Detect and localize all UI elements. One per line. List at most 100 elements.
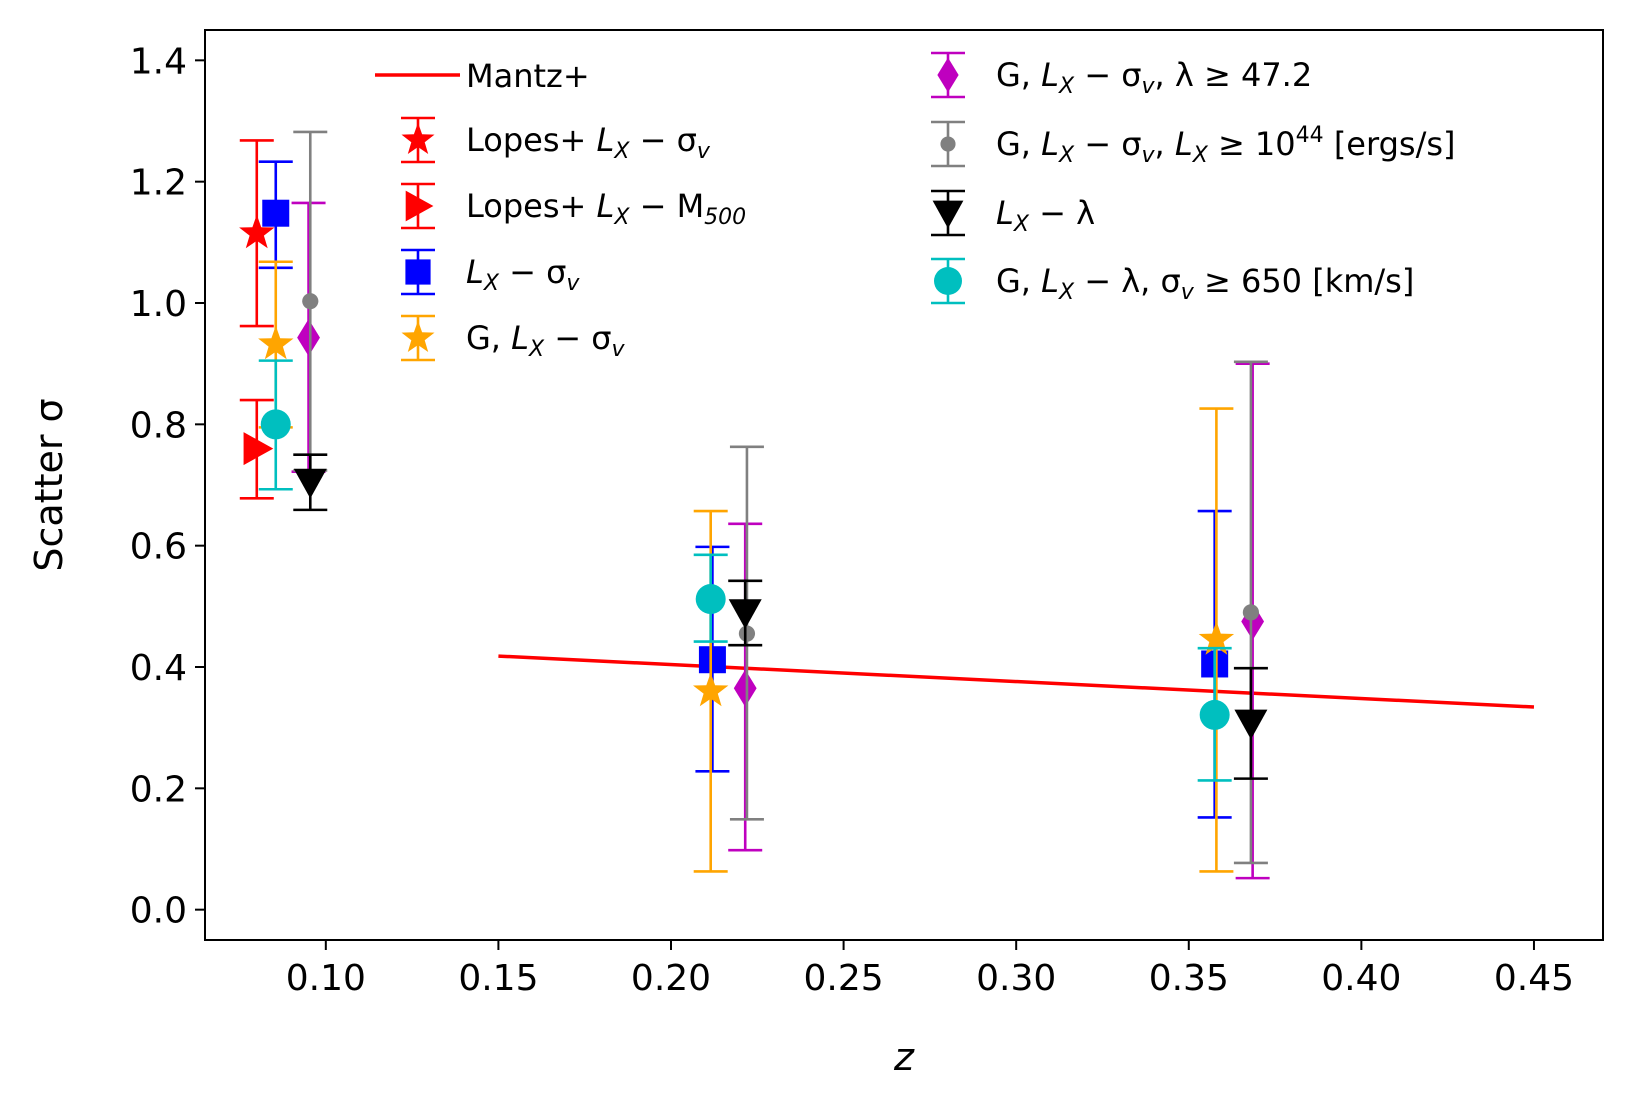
point-marker [695,584,726,615]
legend-text-part: X [483,271,500,296]
legend-text-part: X [1058,74,1075,99]
legend-text-part: 500 [704,205,746,230]
y-tick-label: 1.2 [130,163,187,204]
legend-text-part: − σ [544,319,611,357]
point-marker [1198,621,1235,655]
legend-text-part: L [466,253,484,291]
point-marker [401,320,435,352]
legend-entry-3: G, LX − σv [401,314,625,362]
legend-text-part: L [996,194,1014,232]
point-marker [698,646,726,674]
legend-text-part: X [1013,212,1030,237]
legend-text-part: L [1041,56,1059,94]
x-tick-label: 0.45 [1494,958,1574,999]
point-marker [934,267,962,295]
y-tick-label: 1.4 [130,41,187,82]
point-marker [1234,709,1268,740]
point-marker [302,293,319,310]
y-tick-label: 0.2 [130,769,187,810]
legend-label: Mantz+ [466,57,590,95]
y-tick-label: 1.0 [130,284,187,325]
y-tick-label: 0.0 [130,891,187,932]
series-5 [293,130,1268,865]
legend-text-part: G, [996,262,1041,300]
legend-label: Lopes+ LX − M500 [466,187,746,230]
x-tick-label: 0.35 [1149,958,1229,999]
legend-label: G, LX − λ, σv ≥ 650 [km/s] [996,262,1414,305]
legend-text-part: v [611,337,625,362]
series-1 [239,398,274,500]
point-marker [1199,699,1230,730]
legend-entry-4: G, LX − σv, λ ≥ 47.2 [931,51,1312,99]
legend-text-part: v [697,139,711,164]
legend-text-part: G, [466,319,511,357]
legend-entry-7: G, LX − λ, σv ≥ 650 [km/s] [931,257,1414,305]
x-tick-label: 0.20 [631,958,711,999]
legend-text-part: v [1181,280,1195,305]
legend-text-part: − M [629,187,704,225]
legend-text-part: − σ [499,253,566,291]
point-marker [728,599,762,629]
legend-text-part: , [1155,125,1175,163]
series-6 [293,453,1268,780]
legend-text-part: L [1175,125,1193,163]
legend-text-part: X [613,205,630,230]
point-marker [1242,604,1260,621]
point-marker [937,57,959,93]
legend-text-part: ≥ 650 [km/s] [1194,262,1415,300]
point-marker [405,190,434,222]
point-marker [239,214,275,249]
legend-text-part: L [597,187,615,225]
legend-text-part: − σ [629,121,696,159]
point-marker [693,672,729,707]
legend-entry-2: LX − σv [401,248,580,296]
legend-text-part: Lopes+ [466,121,597,159]
series-7 [258,359,1232,782]
legend-text-part: G, [996,56,1041,94]
legend-text-part: , λ ≥ 47.2 [1155,56,1313,94]
legend-text-part: L [597,121,615,159]
legend-label: Lopes+ LX − σv [466,121,711,164]
legend-text-part: v [1141,74,1155,99]
point-marker [258,325,294,360]
series-0 [239,139,275,328]
legend-label: G, LX − σv, LX ≥ 1044 [ergs/s] [996,123,1456,168]
legend-label: LX − λ [996,194,1095,237]
point-marker [260,409,291,440]
y-tick-label: 0.8 [130,405,187,446]
legend-entry-5: G, LX − σv, LX ≥ 1044 [ergs/s] [931,120,1456,168]
legend-text-part: − σ [1074,56,1141,94]
legend-text-part: 44 [1296,123,1324,148]
legend-text-part: − λ [1029,194,1095,232]
point-marker [401,122,435,154]
x-axis-label: z [893,1035,915,1079]
point-marker [243,432,274,466]
y-axis-label: Scatter σ [27,398,71,571]
x-tick-label: 0.30 [976,958,1056,999]
legend-text-part: X [613,139,630,164]
point-marker [940,136,956,152]
legend-text-part: v [1141,143,1155,168]
y-tick-label: 0.6 [130,527,187,568]
legend-text-part: X [1192,143,1209,168]
legend-label: G, LX − σv, λ ≥ 47.2 [996,56,1312,99]
legend-text-part: L [511,319,529,357]
legend-text-part: Lopes+ [466,187,597,225]
x-tick-label: 0.15 [458,958,538,999]
legend-text-part: X [528,337,545,362]
legend-entry-6: LX − λ [931,189,1095,237]
legend-text-part: L [1041,262,1059,300]
point-marker [293,468,327,499]
legend-text-part: [ergs/s] [1324,125,1456,163]
point-marker [738,625,756,642]
point-marker [405,259,431,285]
mantz-line [498,654,1535,709]
x-tick-label: 0.40 [1321,958,1401,999]
series-4 [291,201,1270,880]
legend-text-part: v [566,271,580,296]
legend-entry-1: Lopes+ LX − M500 [401,182,746,230]
legend-label: G, LX − σv [466,319,625,362]
plot-frame [204,29,1604,941]
legend-text-part: − σ [1074,125,1141,163]
